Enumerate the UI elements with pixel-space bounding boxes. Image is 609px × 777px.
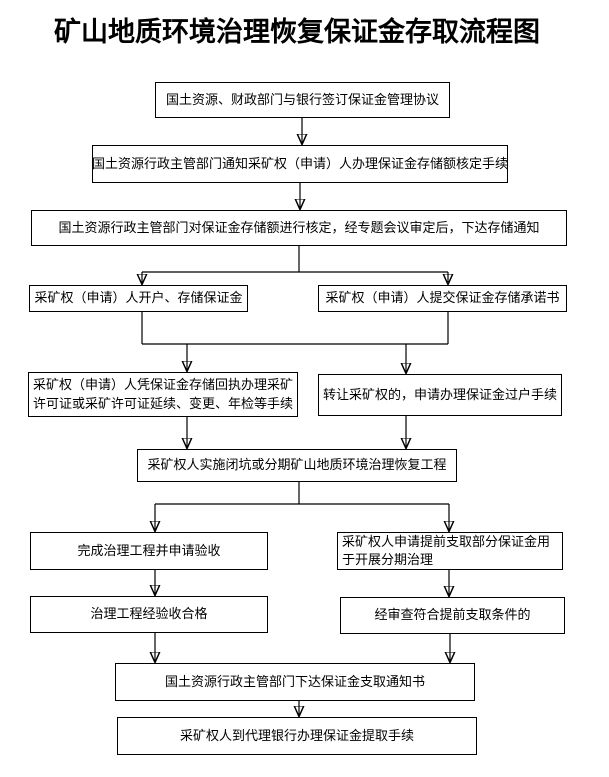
- flow-node-bank-withdraw: 采矿权人到代理银行办理保证金提取手续: [117, 717, 477, 755]
- flow-node-implement: 采矿权人实施闭坑或分期矿山地质环境治理恢复工程: [137, 449, 457, 482]
- flow-node-acceptance-qualified: 治理工程经验收合格: [30, 596, 268, 633]
- flow-node-transfer: 转让采矿权的，申请办理保证金过户手续: [318, 374, 562, 416]
- flow-node-withdraw-notice: 国土资源行政主管部门下达保证金支取通知书: [115, 663, 475, 701]
- flow-node-complete-apply: 完成治理工程并申请验收: [30, 532, 268, 570]
- connector-assess-split: [142, 246, 448, 273]
- connector-implement-split: [155, 482, 449, 505]
- flow-node-assess: 国土资源行政主管部门对保证金存储额进行核定，经专题会议审定后，下达存储通知: [31, 210, 567, 246]
- flow-node-permit-receipt: 采矿权（申请）人凭保证金存储回执办理采矿许可证或采矿许可证延续、变更、年检等手续: [28, 372, 298, 417]
- flow-node-advance-withdraw: 采矿权人申请提前支取部分保证金用于开展分期治理: [337, 532, 563, 570]
- flow-node-commitment: 采矿权（申请）人提交保证金存储承诺书: [318, 285, 567, 312]
- connector-row4-merge: [141, 312, 449, 345]
- flow-node-agreement: 国土资源、财政部门与银行签订保证金管理协议: [155, 82, 450, 118]
- flow-node-review-qualified: 经审查符合提前支取条件的: [340, 597, 565, 634]
- flow-node-notify: 国土资源行政主管部门通知采矿权（申请）人办理保证金存储额核定手续: [92, 145, 508, 183]
- page-title: 矿山地质环境治理恢复保证金存取流程图: [54, 17, 540, 47]
- flow-node-open-account: 采矿权（申请）人开户、存储保证金: [29, 285, 248, 312]
